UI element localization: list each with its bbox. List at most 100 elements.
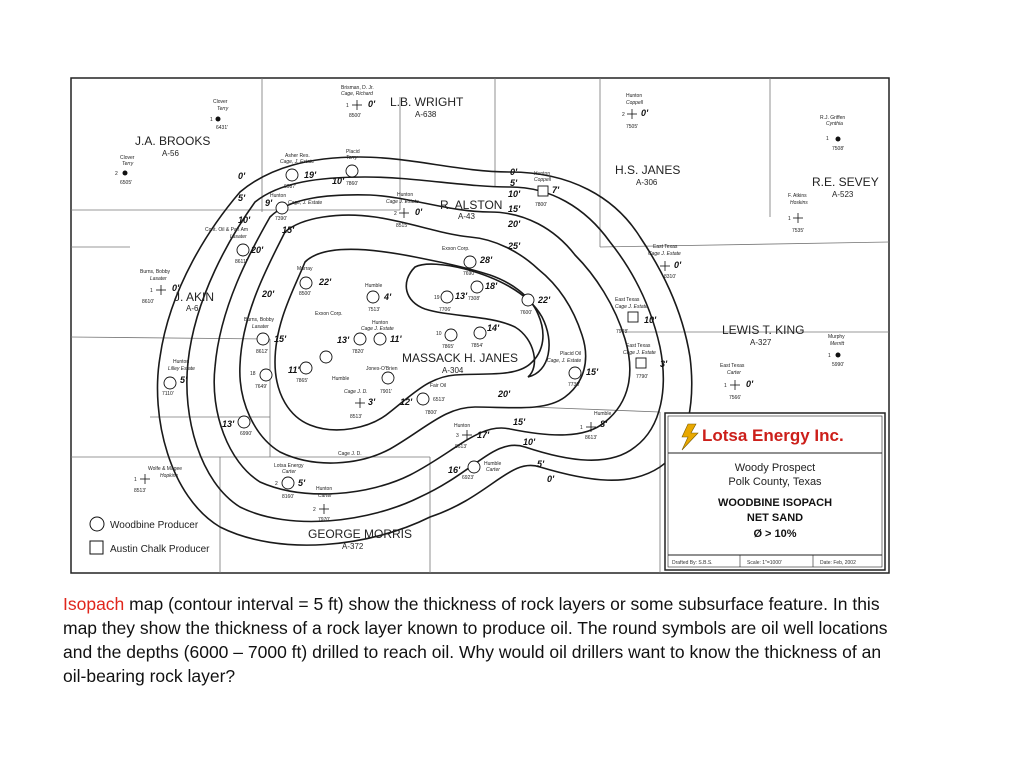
woodbine-producer-icon: [285, 168, 299, 182]
contour-20ft: [274, 248, 544, 431]
contour-label: 0': [547, 474, 555, 484]
well: East Texas Cage J. Estate 0' 8310': [648, 244, 682, 280]
woodbine-producer-icon: [366, 290, 380, 304]
well-depth: 8500': [349, 113, 361, 119]
well: Burns, Bobby Lasater 1 0' 8610': [140, 269, 180, 305]
well-lease: Cage J. Estate: [623, 350, 656, 356]
company-name: Lotsa Energy Inc.: [702, 426, 844, 445]
woodbine-producer-icon: [381, 371, 395, 385]
well-depth: 7505': [626, 124, 638, 130]
well-depth: 7970': [318, 517, 330, 523]
well-depth: 7690': [463, 271, 475, 277]
prospect-name: Woody Prospect: [735, 462, 816, 474]
contour-label: 20': [497, 389, 511, 399]
survey-name: R.E. SEVEY: [812, 175, 879, 189]
well-number: 2: [394, 211, 397, 217]
isopach-contours: [156, 156, 693, 546]
well-depth: 6431': [216, 125, 228, 131]
well-operator: East Texas: [720, 363, 745, 369]
well-depth: 7865': [296, 378, 308, 384]
well: Exxon Corp. 28' 7690': [442, 246, 493, 277]
well-depth: 7800': [425, 410, 437, 416]
well: East Texas Carter 1 0' 7566': [720, 363, 754, 401]
well-number: 19: [434, 295, 440, 301]
well-number: 1: [150, 288, 153, 294]
well-lease: Cynthia: [826, 121, 843, 127]
well-lease: Coppell: [534, 177, 552, 183]
well: Placid Terry 10' 7860': [332, 149, 360, 187]
well: East Texas Cage J. Estate 10' 7988': [615, 297, 657, 335]
well-thickness: 16': [448, 465, 461, 475]
woodbine-producer-icon: [440, 290, 454, 304]
well-lease: Hopkins: [160, 473, 179, 479]
well-depth: 6923': [462, 475, 474, 481]
well-thickness: 0': [368, 99, 376, 109]
well-depth: 8310': [664, 274, 676, 280]
misc-label: Cage J. D.: [338, 451, 362, 457]
well-lease: Carter: [486, 467, 500, 473]
well-depth: 7110': [162, 391, 174, 397]
well-lease: Carter: [727, 370, 741, 376]
woodbine-producer-icon: [163, 376, 177, 390]
title-block-frame: [664, 412, 886, 571]
well: 11' Humble: [288, 350, 349, 382]
well-lease: Carter: [318, 493, 332, 499]
well-depth: 8160': [282, 494, 294, 500]
survey-abstract: A-56: [162, 149, 179, 158]
well-operator: Placid: [346, 149, 360, 155]
woodbine-producer-icon: [473, 326, 487, 340]
well-operator: Hunton: [372, 320, 388, 326]
well-depth: 5990': [832, 362, 844, 368]
well-depth: 6990': [240, 431, 252, 437]
well-lease: Lasater: [252, 324, 269, 330]
woodbine-producer-icon: [470, 280, 484, 294]
well-thickness: 0': [172, 283, 180, 293]
well-operator: R.J. Griffen: [820, 115, 845, 121]
well-depth: 6513': [433, 397, 445, 403]
well-thickness: 9': [265, 198, 273, 208]
well-lease: Cage, J. Estate: [547, 358, 581, 364]
well-number: 1: [788, 216, 791, 222]
well: Asher Res. Cage, J. Estate 19' 6987': [280, 153, 317, 190]
well: Humble 4' 7513': [365, 283, 392, 313]
well-operator: Clover: [120, 155, 135, 161]
well-thickness: 12': [400, 397, 413, 407]
well-lease: Merritt: [830, 341, 845, 347]
survey-abstract: A-306: [636, 178, 658, 187]
well: Hunton Cage J. Estate 2 0' 8515': [386, 192, 423, 229]
well-lease: Terry: [122, 161, 134, 167]
well: 12' 7800': [400, 397, 437, 416]
well-operator: Jones-O'Brien: [366, 366, 398, 372]
well-lease: Cage, J. Estate: [288, 200, 322, 206]
contour-label: 20': [261, 289, 275, 299]
well: Murphy Merritt 1 5990': [828, 334, 845, 368]
well-number: 3: [456, 433, 459, 439]
well: R.J. Griffen Cynthia 1 7508': [820, 115, 845, 152]
dry-hole-icon: [122, 170, 128, 176]
survey-name: J.A. BROOKS: [135, 134, 210, 148]
contour-label: 5': [238, 193, 246, 203]
title-block-inner: [667, 415, 883, 568]
well-operator: Hunton: [316, 486, 332, 492]
well-operator: Humble: [332, 376, 349, 382]
well-thickness: 13': [455, 291, 468, 301]
caption-highlight: Isopach: [63, 594, 125, 614]
well-depth: 8513': [134, 488, 146, 494]
austin-chalk-producer-icon: [627, 311, 639, 323]
caption-text: map (contour interval = 5 ft) show the t…: [63, 594, 888, 686]
woodbine-producer-icon: [416, 392, 430, 406]
contour-15ft: [239, 214, 587, 464]
well-thickness: 0': [415, 207, 423, 217]
well-thickness: 17': [477, 430, 490, 440]
well-operator: Asher Res.: [285, 153, 310, 159]
well: Jones-O'Brien 7901': [366, 366, 398, 395]
map-title-line1: WOODBINE ISOPACH: [718, 497, 832, 509]
contour-label: 20': [507, 219, 521, 229]
austin-chalk-producer-icon: [537, 185, 549, 197]
contour-label: 10': [238, 215, 251, 225]
woodbine-producer-icon: [463, 255, 477, 269]
well: Clover Terry 1 6431': [210, 99, 229, 131]
well-number: 1: [346, 103, 349, 109]
well-depth: 8613': [455, 444, 467, 450]
well: Cage J. D. 3' 8513': [344, 389, 376, 420]
